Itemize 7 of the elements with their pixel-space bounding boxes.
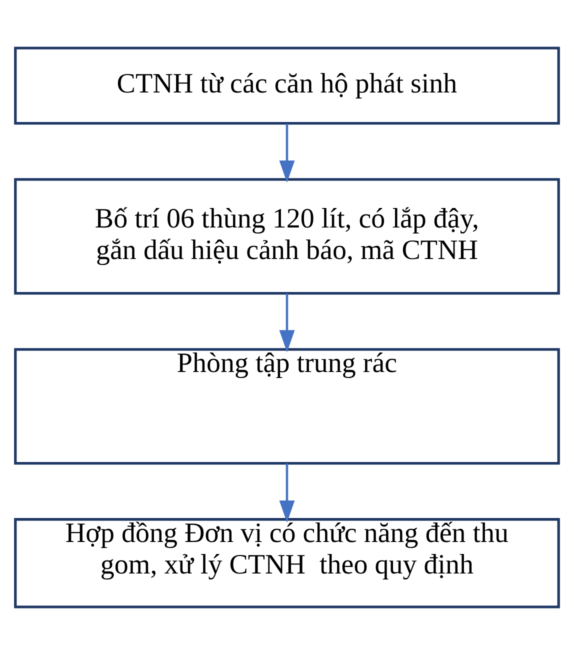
arrow	[279, 463, 295, 523]
node-box: CTNH từ các căn hộ phát sinh	[14, 46, 560, 125]
arrow	[279, 124, 295, 183]
node-box: Bố trí 06 thùng 120 lít, có lắp đậy, gắn dấu hiệu cảnh báo, mã CTNH	[14, 178, 560, 295]
node-box: Phòng tập trung rác	[14, 348, 560, 465]
node-box: Hợp đồng Đơn vị có chức năng đến thu gom, xử lý CTNH theo quy định	[14, 518, 560, 608]
arrow	[279, 294, 295, 352]
